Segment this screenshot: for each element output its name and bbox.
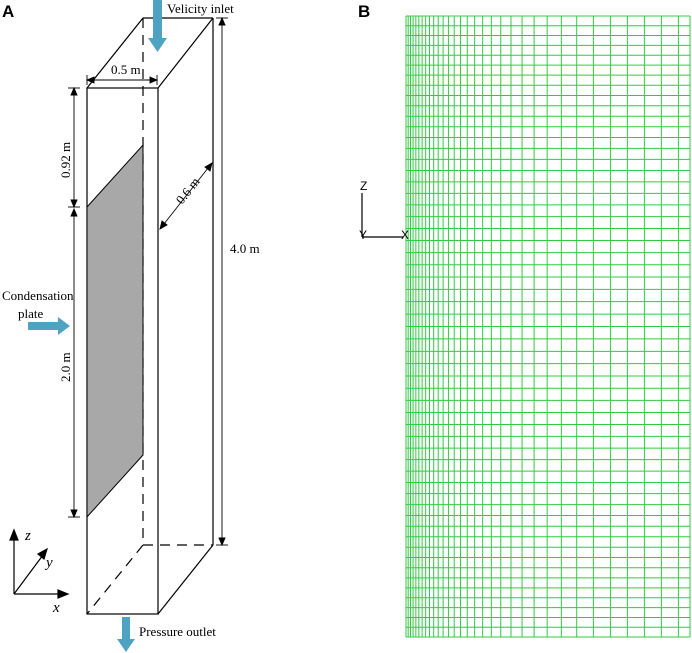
top-gap-label: 0.92 m xyxy=(58,142,73,178)
panel-a: A Velicity inlet Pressure outlet xyxy=(2,0,260,652)
axis-z-label-b: Z xyxy=(360,179,367,193)
width-dimension xyxy=(85,75,159,85)
box-hidden-diagonal-edge xyxy=(86,544,144,615)
top-gap-dimension xyxy=(68,86,80,209)
condensation-label-line2: plate xyxy=(18,306,43,321)
axis-x-label-b: X xyxy=(401,228,409,242)
plate-height-label: 2.0 m xyxy=(58,352,73,382)
condensation-plate xyxy=(86,143,144,519)
plate-height-dimension xyxy=(68,207,80,519)
pressure-outlet-label: Pressure outlet xyxy=(139,624,216,639)
total-height-dimension xyxy=(216,16,228,547)
axis-x-label-a: x xyxy=(52,600,60,616)
panel-b: B Z Y X xyxy=(358,2,691,638)
axis-y-label-b: Y xyxy=(359,228,367,242)
depth-dimension xyxy=(159,162,213,230)
box-top-left-edge xyxy=(86,17,144,89)
velocity-inlet-label: Velicity inlet xyxy=(167,1,234,16)
axis-y-label-a: y xyxy=(44,555,53,571)
condensation-label-line1: Condensation xyxy=(2,288,74,303)
condensation-plate-arrow xyxy=(28,317,70,335)
box-bottom-right-edge xyxy=(157,544,214,615)
width-label: 0.5 m xyxy=(111,62,141,77)
panel-letter-a: A xyxy=(2,2,14,21)
mesh-grid xyxy=(405,15,691,638)
axis-triad-a xyxy=(9,528,70,599)
velocity-inlet-arrow xyxy=(148,0,167,52)
panel-letter-b: B xyxy=(358,2,370,21)
pressure-outlet-arrow xyxy=(117,617,135,652)
axis-z-label-a: z xyxy=(24,528,31,544)
depth-label: 0.6 m xyxy=(173,174,203,207)
box-top-right-edge xyxy=(157,17,214,89)
total-height-label: 4.0 m xyxy=(230,241,260,256)
axis-triad-b xyxy=(361,193,403,238)
